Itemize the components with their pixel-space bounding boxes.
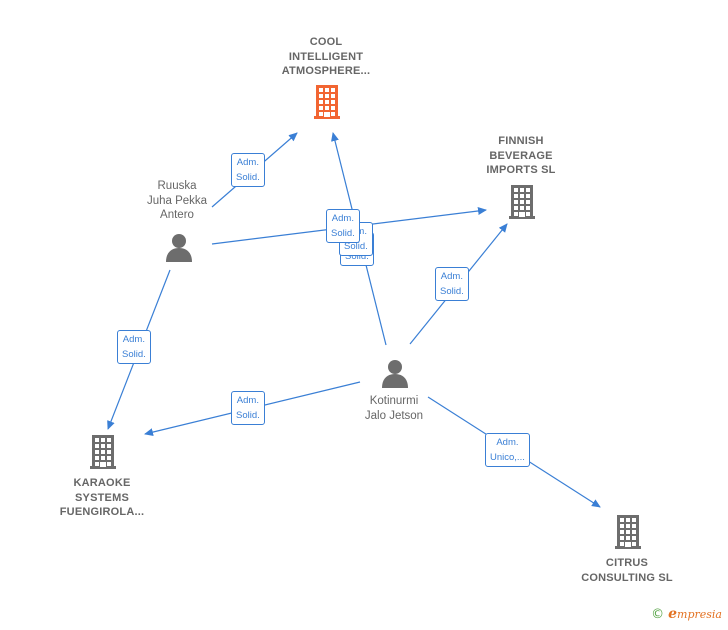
copyright-icon: © xyxy=(651,607,665,622)
kotinurmi-label[interactable]: Kotinurmi Jalo Jetson xyxy=(364,395,424,422)
brand-name: mpresia xyxy=(677,608,722,621)
finnish-label[interactable]: FINNISH BEVERAGE IMPORTS SL xyxy=(486,135,556,176)
empresia-logo[interactable]: ©empresia xyxy=(651,606,722,622)
citrus-label[interactable]: CITRUS CONSULTING SL xyxy=(581,557,673,584)
karaoke-building-icon[interactable] xyxy=(90,435,116,474)
relation-badge-ruuska-karaoke[interactable]: Adm. Solid. xyxy=(117,330,151,364)
relation-badge-kotinurmi-finnish[interactable]: Adm. Solid. xyxy=(435,267,469,301)
relation-badge-kotinurmi-karaoke[interactable]: Adm. Solid. xyxy=(231,391,265,425)
relation-badge-kotinurmi-cool[interactable]: Adm. Solid. xyxy=(326,209,360,243)
cool-building-icon[interactable] xyxy=(314,85,340,124)
finnish-building-icon[interactable] xyxy=(509,185,535,224)
cool-label[interactable]: COOL INTELLIGENT ATMOSPHERE... xyxy=(281,36,371,77)
ruuska-label[interactable]: Ruuska Juha Pekka Antero xyxy=(146,180,208,221)
relation-badge-kotinurmi-citrus[interactable]: Adm. Unico,... xyxy=(485,433,530,467)
citrus-building-icon[interactable] xyxy=(615,515,641,554)
ruuska-person-icon[interactable] xyxy=(164,233,194,268)
relation-badge-ruuska-cool[interactable]: Adm. Solid. xyxy=(231,153,265,187)
karaoke-label[interactable]: KARAOKE SYSTEMS FUENGIROLA... xyxy=(59,477,145,518)
brand-initial: e xyxy=(668,606,678,622)
kotinurmi-person-icon[interactable] xyxy=(380,359,410,394)
